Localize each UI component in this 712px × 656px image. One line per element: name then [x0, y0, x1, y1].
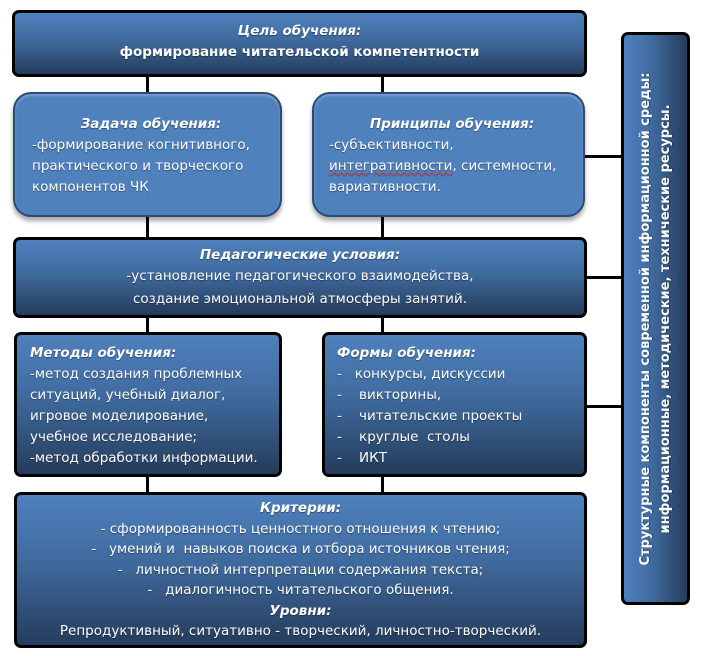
connector-goal-principles	[381, 76, 384, 93]
spellcheck-underlined-word: интегративности	[329, 158, 453, 174]
connector-conditions-forms	[381, 317, 384, 333]
connector-goal-task	[146, 76, 149, 93]
methods-box: Методы обучения: -метод создания проблем…	[14, 332, 282, 477]
side-panel-line: Структурные компоненты современной инфор…	[637, 71, 653, 566]
criteria-item: - сформированность ценностного отношения…	[100, 520, 501, 537]
levels-title: Уровни:	[269, 602, 332, 619]
forms-box: Формы обучения: - конкурсы, дискуссии - …	[322, 332, 587, 477]
forms-item: - круглые столы	[337, 429, 470, 445]
principles-line: вариативности.	[329, 179, 441, 195]
task-line: практического и творческого	[32, 158, 244, 174]
principles-box: Принципы обучения: -субъективности, инте…	[312, 92, 585, 217]
connector-forms-side	[586, 405, 623, 408]
principles-line: интегративности, системности,	[329, 158, 557, 174]
forms-item: - ИКТ	[337, 450, 387, 466]
goal-box: Цель обучения: формирование читательской…	[12, 10, 587, 77]
connector-task-conditions	[146, 216, 149, 238]
forms-item: - конкурсы, дискуссии	[337, 366, 506, 382]
criteria-item: - умений и навыков поиска и отбора источ…	[91, 541, 510, 557]
task-box: Задача обучения: -формирование когнитивн…	[13, 92, 282, 217]
goal-title: Цель обучения:	[237, 23, 362, 39]
connector-forms-criteria	[381, 476, 384, 493]
conditions-title: Педагогические условия:	[199, 247, 401, 263]
side-panel-line: информационные, методические, технически…	[657, 103, 673, 534]
conditions-line: -установление педагогического взаимодейс…	[126, 268, 474, 284]
conditions-box: Педагогические условия: -установление пе…	[13, 237, 587, 318]
criteria-box: Критерии: - сформированность ценностного…	[14, 492, 587, 648]
connector-principles-conditions	[381, 216, 384, 238]
task-line: компонентов ЧК	[32, 179, 149, 195]
conditions-line: создание эмоциональной атмосферы занятий…	[132, 291, 468, 307]
levels-text: Репродуктивный, ситуативно - творческий,…	[59, 623, 542, 639]
methods-title: Методы обучения:	[30, 345, 177, 361]
criteria-item: - диалогичность читательского общения.	[147, 582, 454, 598]
principles-line: -субъективности,	[329, 137, 454, 153]
goal-text: формирование читательской компетентности	[119, 44, 480, 60]
side-panel-text: Структурные компоненты современной инфор…	[636, 39, 676, 599]
forms-item: - викторины,	[337, 387, 442, 403]
criteria-title: Критерии:	[259, 500, 342, 516]
methods-line: -метод обработки информации.	[30, 450, 258, 466]
connector-principles-side	[584, 155, 623, 158]
task-title: Задача обучения:	[80, 116, 222, 132]
task-line: -формирование когнитивного,	[32, 137, 250, 153]
methods-line: ситуаций, учебный диалог,	[30, 387, 226, 403]
connector-conditions-side	[586, 276, 623, 279]
methods-line: учебное исследование;	[30, 429, 198, 445]
connector-conditions-methods	[146, 317, 149, 333]
methods-line: -метод создания проблемных	[30, 366, 243, 382]
criteria-item: - личностной интерпретации содержания те…	[117, 561, 484, 578]
side-panel: Структурные компоненты современной инфор…	[621, 32, 690, 605]
methods-line: игровое моделирование,	[30, 408, 209, 424]
principles-title: Принципы обучения:	[369, 116, 535, 132]
forms-title: Формы обучения:	[337, 345, 477, 361]
connector-methods-criteria	[146, 476, 149, 493]
forms-item: - читательские проекты	[337, 408, 523, 424]
